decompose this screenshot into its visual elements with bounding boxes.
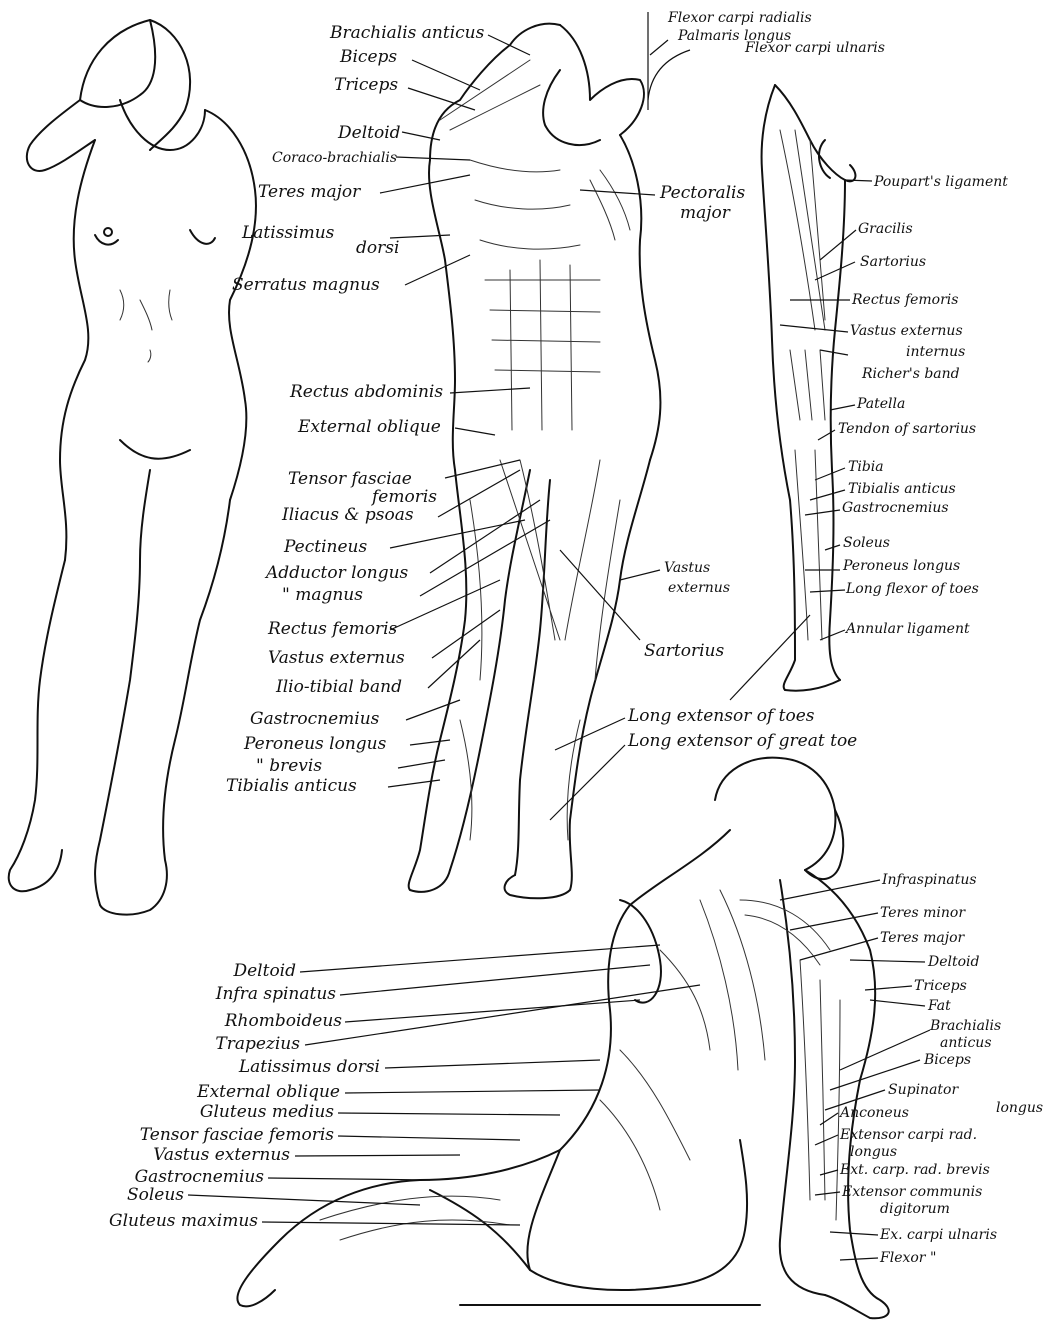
label-back-infra-spinatus: Infra spinatus (215, 984, 337, 1004)
label-r-infraspinatus: Infraspinatus (881, 872, 977, 888)
label-biceps: Biceps (339, 47, 397, 67)
label-rectus-femoris: Rectus femoris (267, 619, 398, 639)
label-r-anticus: anticus (940, 1035, 992, 1051)
label-long-extensor-great-toe: Long extensor of great toe (627, 731, 857, 751)
labels-back-left: Deltoid Infra spinatus Rhomboideus Trape… (109, 961, 380, 1231)
label-r-fat: Fat (927, 998, 951, 1014)
label-vastus: Vastus (664, 560, 710, 576)
figure-seated-back (237, 758, 888, 1319)
labels-front-right: Flexor carpi radialis Palmaris longus Fl… (627, 10, 885, 751)
label-externus: externus (668, 580, 730, 596)
label-r-brachialis: Brachialis (929, 1018, 1001, 1034)
label-pouparts-ligament: Poupart's ligament (873, 174, 1008, 190)
label-latissimus: Latissimus (241, 223, 335, 243)
label-r-ext-carp-brevis: Ext. carp. rad. brevis (839, 1162, 990, 1178)
label-r-ext-communis: Extensor communis (841, 1184, 982, 1200)
labels-front-left: Brachialis anticus Biceps Triceps Deltoi… (226, 23, 485, 796)
label-back-gastrocnemius: Gastrocnemius (135, 1167, 265, 1187)
label-r-anconeus: Anconeus (838, 1105, 909, 1121)
figure-muscle-front (409, 24, 661, 899)
label-back-rhomboideus: Rhomboideus (224, 1011, 343, 1031)
label-back-soleus: Soleus (127, 1185, 184, 1205)
label-r-ex-carpi-ulnaris: Ex. carpi ulnaris (879, 1227, 997, 1243)
label-femoris: femoris (370, 487, 437, 507)
label-sartorius: Sartorius (644, 641, 724, 661)
label-long-flexor-toes: Long flexor of toes (845, 581, 979, 597)
label-annular-ligament: Annular ligament (844, 621, 970, 637)
label-vastus-externus-leg: Vastus externus (850, 323, 963, 339)
label-r-ext-carpi-rad: Extensor carpi rad. (839, 1127, 977, 1143)
label-r-biceps: Biceps (923, 1052, 971, 1068)
label-adductor-magnus: " magnus (282, 585, 363, 605)
label-back-gluteus-maximus: Gluteus maximus (109, 1211, 258, 1231)
label-r-longus: longus (996, 1100, 1043, 1116)
labels-back-right: Infraspinatus Teres minor Teres major De… (838, 872, 1043, 1266)
label-r-deltoid: Deltoid (927, 954, 980, 970)
label-sartorius-leg: Sartorius (860, 254, 926, 270)
label-pectoralis: Pectoralis (659, 183, 745, 203)
label-dorsi: dorsi (356, 238, 399, 258)
label-vastus-externus: Vastus externus (268, 648, 405, 668)
label-back-external-oblique: External oblique (196, 1082, 340, 1102)
label-peroneus-longus: Peroneus longus (243, 734, 387, 754)
label-r-teres-major: Teres major (880, 930, 966, 946)
label-pectineus: Pectineus (283, 537, 367, 557)
figure-nude-front (9, 20, 256, 915)
labels-leg: Poupart's ligament Gracilis Sartorius Re… (838, 174, 1008, 637)
label-r-triceps: Triceps (914, 978, 967, 994)
label-coraco-brachialis: Coraco-brachialis (272, 150, 397, 166)
label-richers-band: Richer's band (861, 366, 960, 382)
label-adductor-longus: Adductor longus (264, 563, 409, 583)
label-gastrocnemius-leg: Gastrocnemius (842, 500, 949, 516)
label-back-vastus-externus: Vastus externus (153, 1145, 290, 1165)
label-brachialis-anticus: Brachialis anticus (329, 23, 485, 43)
label-deltoid: Deltoid (337, 123, 401, 143)
label-triceps: Triceps (334, 75, 398, 95)
label-rectus-femoris-leg: Rectus femoris (851, 292, 958, 308)
label-tibialis-anticus: Tibialis anticus (226, 776, 357, 796)
label-iliacus-psoas: Iliacus & psoas (281, 505, 414, 525)
label-flexor-carpi-radialis: Flexor carpi radialis (667, 10, 812, 26)
label-tensor-fasciae: Tensor fasciae (288, 469, 412, 489)
label-back-trapezius: Trapezius (215, 1034, 300, 1054)
label-ilio-tibial-band: Ilio-tibial band (275, 677, 402, 697)
label-back-gluteus-medius: Gluteus medius (200, 1102, 334, 1122)
label-external-oblique: External oblique (297, 417, 441, 437)
label-back-deltoid: Deltoid (232, 961, 296, 981)
label-r-digitorum: digitorum (880, 1201, 950, 1217)
label-peroneus-longus-leg: Peroneus longus (842, 558, 960, 574)
label-patella: Patella (856, 396, 905, 412)
label-soleus-leg: Soleus (843, 535, 890, 551)
label-tendon-of-sartorius: Tendon of sartorius (838, 421, 976, 437)
label-serratus-magnus: Serratus magnus (232, 275, 380, 295)
label-gastrocnemius: Gastrocnemius (250, 709, 380, 729)
label-r-flexor: Flexor " (879, 1250, 936, 1266)
label-back-latissimus: Latissimus dorsi (238, 1057, 380, 1077)
label-r-teres-minor: Teres minor (880, 905, 966, 921)
label-r-longus-2: longus (850, 1144, 897, 1160)
label-flexor-carpi-ulnaris: Flexor carpi ulnaris (744, 40, 885, 56)
label-long-extensor-toes: Long extensor of toes (627, 706, 815, 726)
label-major: major (680, 203, 731, 223)
label-tibialis-anticus-leg: Tibialis anticus (848, 481, 956, 497)
label-r-supinator: Supinator (888, 1082, 959, 1098)
label-rectus-abdominis: Rectus abdominis (289, 382, 443, 402)
figure-leg-side (762, 85, 856, 691)
label-tibia: Tibia (848, 459, 884, 475)
label-teres-major: Teres major (258, 182, 361, 202)
label-internus: internus (906, 344, 965, 360)
label-gracilis: Gracilis (858, 221, 913, 237)
label-back-tensor: Tensor fasciae femoris (140, 1125, 334, 1145)
label-peroneus-brevis: " brevis (256, 756, 322, 776)
